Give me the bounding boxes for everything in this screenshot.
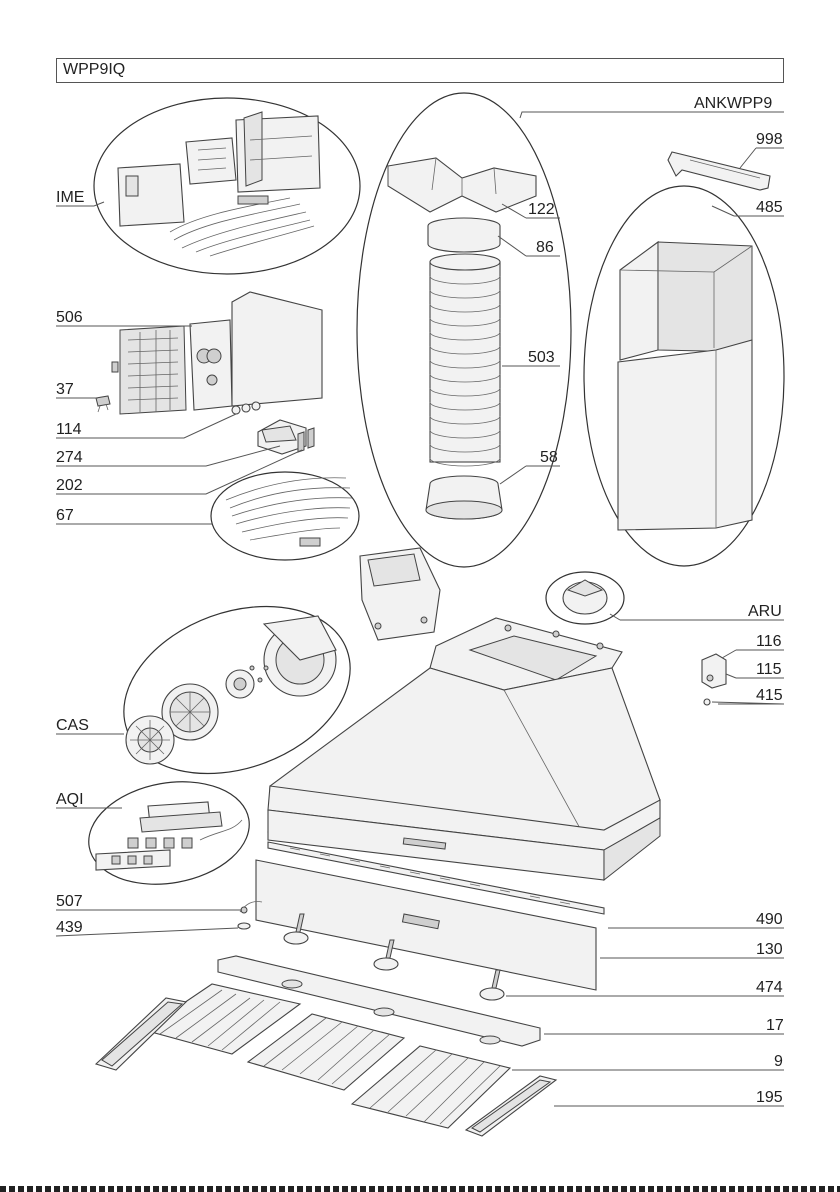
label-130: 130 <box>756 941 783 958</box>
label-114: 114 <box>56 421 82 438</box>
part-506-control-box <box>120 292 322 414</box>
label-122: 122 <box>528 201 555 218</box>
part-58-duct-collar <box>426 476 502 519</box>
label-cas: CAS <box>56 717 89 734</box>
motor-bracket <box>360 548 440 640</box>
label-503: 503 <box>528 349 555 366</box>
part-37-small-clip <box>96 396 110 412</box>
page-edge-strip <box>0 1186 840 1192</box>
label-67: 67 <box>56 507 74 524</box>
aqi-group-ellipse <box>81 770 258 897</box>
label-415: 415 <box>756 687 783 704</box>
label-17: 17 <box>766 1017 784 1034</box>
label-58: 58 <box>540 449 558 466</box>
part-9-grease-filters <box>144 984 510 1128</box>
label-439: 439 <box>56 919 83 936</box>
label-116: 116 <box>756 633 782 650</box>
part-small-fuse <box>112 362 118 372</box>
label-506: 506 <box>56 309 83 326</box>
label-ime: IME <box>56 189 84 206</box>
label-ankwpp9: ANKWPP9 <box>694 95 772 112</box>
part-503-flex-duct <box>430 254 500 466</box>
label-474: 474 <box>756 979 783 996</box>
part-485-chimney <box>618 242 752 530</box>
part-86-duct-ring <box>428 218 500 252</box>
label-998: 998 <box>756 131 783 148</box>
label-9: 9 <box>774 1053 783 1070</box>
label-115: 115 <box>756 661 782 678</box>
label-485: 485 <box>756 199 783 216</box>
label-86: 86 <box>536 239 554 256</box>
part-116-115-junction <box>702 654 726 705</box>
label-aqi: AQI <box>56 791 84 808</box>
label-274: 274 <box>56 449 83 466</box>
label-490: 490 <box>756 911 783 928</box>
part-439-lamp-ring <box>238 923 250 929</box>
label-37: 37 <box>56 381 74 398</box>
label-507: 507 <box>56 893 83 910</box>
label-195: 195 <box>756 1089 783 1106</box>
label-aru: ARU <box>748 603 782 620</box>
label-202: 202 <box>56 477 83 494</box>
part-998-bracket <box>668 152 770 190</box>
